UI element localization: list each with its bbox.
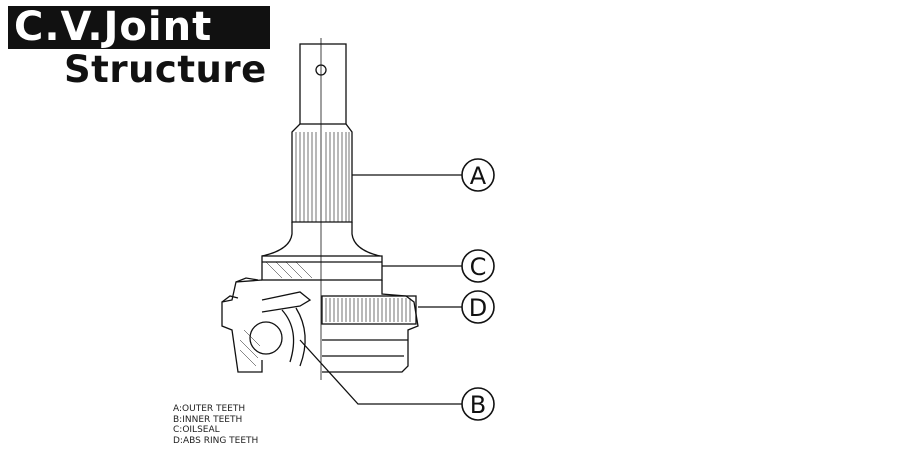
- callout-letter-d: D: [469, 294, 487, 322]
- callout-letter-b: B: [470, 391, 486, 419]
- spline-teeth: [295, 132, 350, 222]
- housing-left: [221, 279, 263, 373]
- callout-circle-b: [461, 387, 495, 421]
- title-line1: C.V.Joint: [14, 4, 213, 50]
- legend-item-a: A:OUTER TEETH: [173, 404, 246, 414]
- legend: A:OUTER TEETH B:INNER TEETH C:OILSEAL D:…: [173, 404, 258, 446]
- cage: [281, 307, 306, 367]
- shaft-stub: [299, 43, 347, 125]
- callout-circle-a: [461, 158, 495, 192]
- callout-circle-d: [461, 290, 495, 324]
- abs-teeth: [325, 298, 411, 322]
- splined-shaft: [291, 123, 353, 223]
- leader-b: [299, 339, 462, 405]
- abs-ring: [321, 295, 417, 325]
- legend-item-c: C:OILSEAL: [173, 425, 220, 435]
- inner-race: [261, 291, 312, 313]
- legend-item-b: B:INNER TEETH: [173, 414, 243, 425]
- shaft-neck: [261, 222, 381, 257]
- housing-right: [322, 280, 419, 373]
- title-banner: C.V.Joint: [8, 6, 270, 49]
- ball: [249, 321, 283, 355]
- boot-clamp: [221, 277, 259, 303]
- hatching: [239, 261, 313, 367]
- title-line2: Structure: [64, 48, 267, 91]
- oil-seal: [261, 255, 383, 281]
- callout-circle-c: [461, 249, 495, 283]
- callout-letter-c: C: [470, 253, 487, 281]
- legend-item-d: D:ABS RING TEETH: [173, 435, 259, 446]
- callout-letter-a: A: [470, 162, 487, 190]
